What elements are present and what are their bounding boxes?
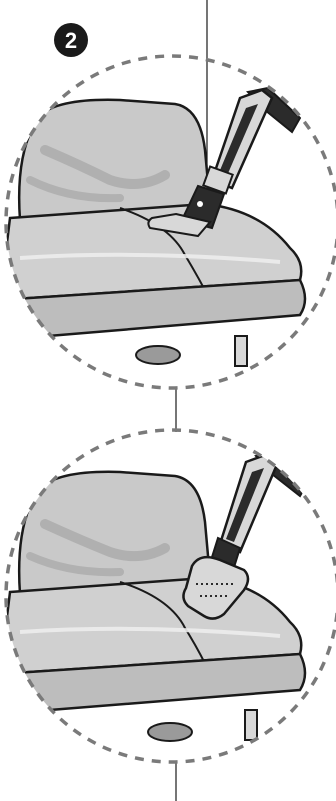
step-number: 2 [65, 28, 77, 53]
step-badge: 2 [54, 23, 88, 57]
step-badge-circle [54, 23, 88, 57]
dashed-circle-bottom [4, 428, 336, 764]
handheld-vacuum-crevice-tool [147, 86, 302, 238]
sofa-cushion-bottom [6, 470, 307, 742]
panel-bottom [4, 428, 336, 764]
dashed-circle-top [4, 54, 336, 390]
sofa-cushion-top [6, 98, 307, 367]
panel-top [4, 54, 336, 390]
